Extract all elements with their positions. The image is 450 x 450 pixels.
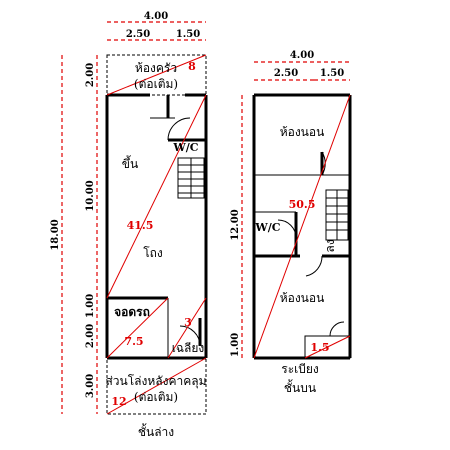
upper-bottom-door-swing	[305, 255, 323, 277]
ground-stair-treads	[178, 158, 204, 198]
rear-extension-outline	[106, 357, 207, 415]
ground-dim-left: 2.50	[126, 29, 150, 40]
balcony-outline	[304, 335, 351, 359]
garage-area: 7.5	[124, 335, 143, 348]
balcony-label: ระเบียง	[281, 362, 319, 376]
ground-wc-label: W/C	[172, 141, 198, 154]
ground-floor-plan	[61, 21, 208, 415]
hall-label: โถง	[143, 246, 163, 260]
kitchen-label: ห้องครัว	[135, 61, 177, 75]
upper-dim-right: 1.50	[320, 68, 344, 79]
hall-area: 41.5	[127, 219, 154, 232]
upper-bedroom-bottom-label: ห้องนอน	[280, 291, 325, 305]
rear-area: 12	[111, 395, 126, 408]
ground-dim-kitchen-depth: 2.00	[85, 63, 96, 87]
upper-dim-total: 4.00	[290, 50, 314, 61]
upper-wc-label: W/C	[254, 221, 280, 234]
ground-dim-total-depth: 18.00	[50, 219, 61, 250]
kitchen-extension-outline	[106, 54, 207, 96]
stairs-up-label: ขึ้น	[122, 155, 138, 171]
garage-label: จอดรถ	[114, 305, 150, 319]
kitchen-diagonal	[106, 54, 207, 96]
terrace-area: 3	[184, 316, 192, 329]
ground-dim-rear-depth: 3.00	[85, 374, 96, 398]
stairs-down-label: ลง	[323, 239, 337, 252]
balcony-diagonal	[304, 335, 351, 359]
hall-diagonal	[106, 94, 207, 299]
upper-dim-depth: 12.00	[230, 209, 241, 240]
kitchen-area: 8	[188, 60, 196, 73]
ground-dim-gap-depth: 1.00	[85, 294, 96, 318]
wc-door-swing	[167, 117, 191, 141]
upper-bedroom-top-label: ห้องนอน	[280, 125, 325, 139]
terrace-label: เฉลียง	[172, 341, 205, 355]
upper-dim-balcony-depth: 1.00	[230, 333, 241, 357]
ground-dim-total: 4.00	[144, 11, 168, 22]
balcony-door-swing	[329, 321, 345, 337]
kitchen-note: (ต่อเติม)	[134, 77, 178, 91]
upper-dim-left: 2.50	[274, 68, 298, 79]
upper-diagonal	[253, 94, 351, 359]
garage-diagonal	[106, 297, 169, 359]
ground-dim-right: 1.50	[176, 29, 200, 40]
terrace-diagonal	[167, 297, 207, 359]
upper-floor-plan	[241, 61, 352, 360]
upper-wc-door-swing	[277, 219, 297, 239]
balcony-area: 1.5	[310, 341, 329, 354]
ground-dim-hall-depth: 10.00	[85, 180, 96, 211]
upper-stair-treads	[326, 190, 348, 240]
rear-roof-label: ส่วนโล่งหลังคาคลุม	[105, 374, 206, 389]
ground-dim-garage-depth: 2.00	[85, 324, 96, 348]
upper-area: 50.5	[289, 198, 316, 211]
rear-roof-note: (ต่อเติม)	[134, 390, 178, 404]
ground-floor-caption: ชั้นล่าง	[138, 423, 174, 439]
rear-diagonal	[106, 357, 207, 415]
upper-floor-caption: ชั้นบน	[284, 379, 316, 395]
